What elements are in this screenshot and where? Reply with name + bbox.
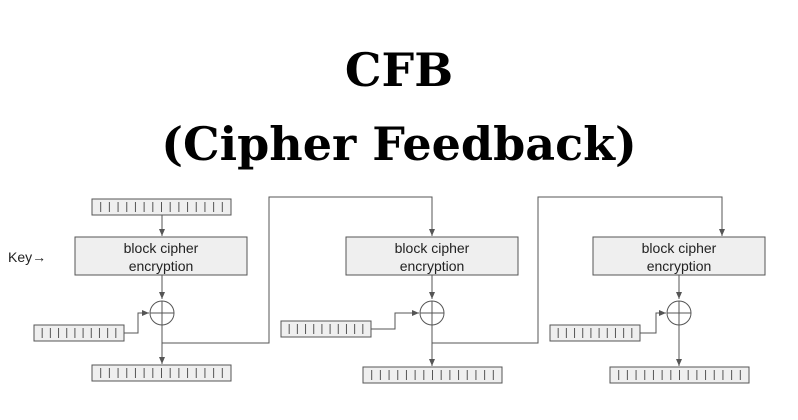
feedback-line-2 (432, 196, 725, 344)
plaintext-to-xor-arrow-2 (371, 310, 419, 330)
key-label: Key→ (8, 249, 46, 265)
register-cells (100, 368, 223, 378)
block-cipher-1-line-1: block cipher (124, 240, 199, 256)
block-cipher-box-1 (74, 236, 248, 276)
register-cells (288, 324, 364, 334)
block-cipher-2-line-1: block cipher (395, 240, 470, 256)
title-line-1: CFB (345, 43, 453, 97)
register-cells (557, 328, 633, 338)
stage-1: block cipher encryption (33, 196, 435, 382)
register-cells (100, 202, 223, 212)
register-cells (41, 328, 117, 338)
plaintext-register-3 (549, 324, 641, 342)
block-cipher-box-3 (592, 236, 766, 276)
xor-icon (666, 300, 692, 326)
block-cipher-2-line-2: encryption (400, 258, 465, 274)
plaintext-to-xor-arrow-3 (640, 310, 666, 334)
xor-icon (419, 300, 445, 326)
block-cipher-3-line-2: encryption (647, 258, 712, 274)
xor-icon (149, 300, 175, 326)
plaintext-to-xor-arrow-1 (124, 310, 149, 334)
plaintext-register-2 (280, 320, 372, 338)
feedback-line-1 (162, 196, 435, 344)
block-cipher-3-line-1: block cipher (642, 240, 717, 256)
title-line-2: (Cipher Feedback) (161, 117, 636, 171)
block-cipher-box-2 (345, 236, 519, 276)
stage-3: block cipher encryption (549, 236, 766, 384)
register-cells (618, 370, 741, 380)
register-cells (371, 370, 494, 380)
stage-2: block cipher encryption (280, 196, 725, 384)
block-cipher-1-line-2: encryption (129, 258, 194, 274)
plaintext-register-1 (33, 324, 125, 342)
